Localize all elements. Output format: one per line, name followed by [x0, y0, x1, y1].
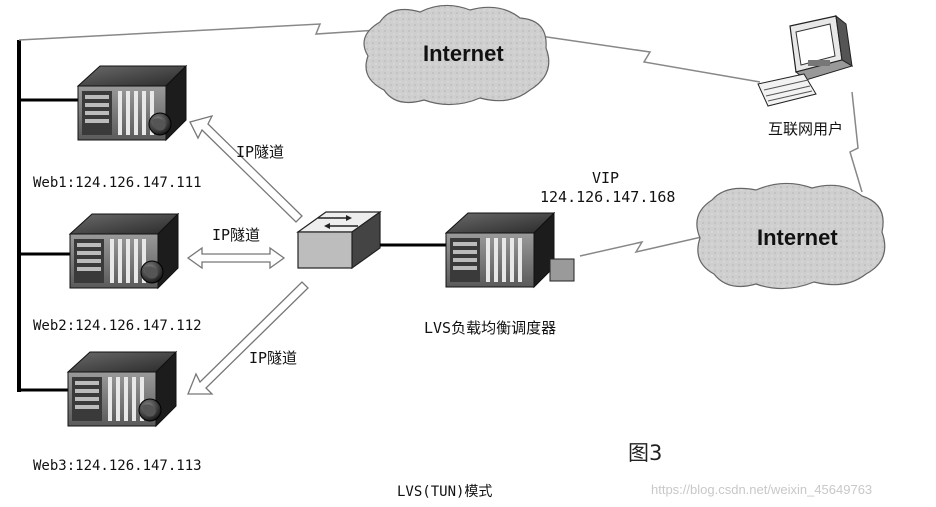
web-server-3 — [67, 351, 177, 427]
tunnel-label-3: IP隧道 — [249, 349, 297, 367]
tunnel-arrow-web2 — [186, 246, 286, 270]
web2-label: Web2:124.126.147.112 — [33, 318, 202, 334]
tunnel-label-2: IP隧道 — [212, 226, 260, 244]
network-switch-icon — [296, 210, 382, 270]
cloud-top-label: Internet — [423, 41, 504, 66]
client-computer-icon — [757, 14, 854, 107]
figure-label: 图3 — [628, 441, 662, 465]
lvs-director-server — [445, 212, 575, 288]
tunnel-label-1: IP隧道 — [236, 143, 284, 161]
cloud-right-label: Internet — [757, 225, 838, 250]
web1-label: Web1:124.126.147.111 — [33, 175, 202, 191]
diagram-caption: LVS(TUN)模式 — [397, 484, 492, 500]
internet-cloud-top: Internet — [363, 4, 550, 106]
vip-label: VIP — [592, 169, 619, 187]
tunnel-arrow-web3 — [187, 281, 309, 395]
wan-link-director-cloud — [579, 235, 707, 257]
client-label: 互联网用户 — [768, 120, 843, 138]
director-label: LVS负载均衡调度器 — [424, 319, 556, 337]
wan-link-cloud-client — [539, 35, 761, 83]
watermark: https://blog.csdn.net/weixin_45649763 — [651, 482, 872, 497]
internet-cloud-right: Internet — [696, 182, 886, 290]
web3-label: Web3:124.126.147.113 — [33, 458, 202, 474]
web-server-2 — [69, 213, 179, 289]
web-server-1 — [77, 65, 187, 141]
wan-link-bus-cloud — [18, 23, 379, 41]
vip-address: 124.126.147.168 — [540, 188, 675, 206]
wan-link-client-cloud — [849, 91, 863, 193]
tunnel-arrow-web1 — [189, 114, 303, 223]
